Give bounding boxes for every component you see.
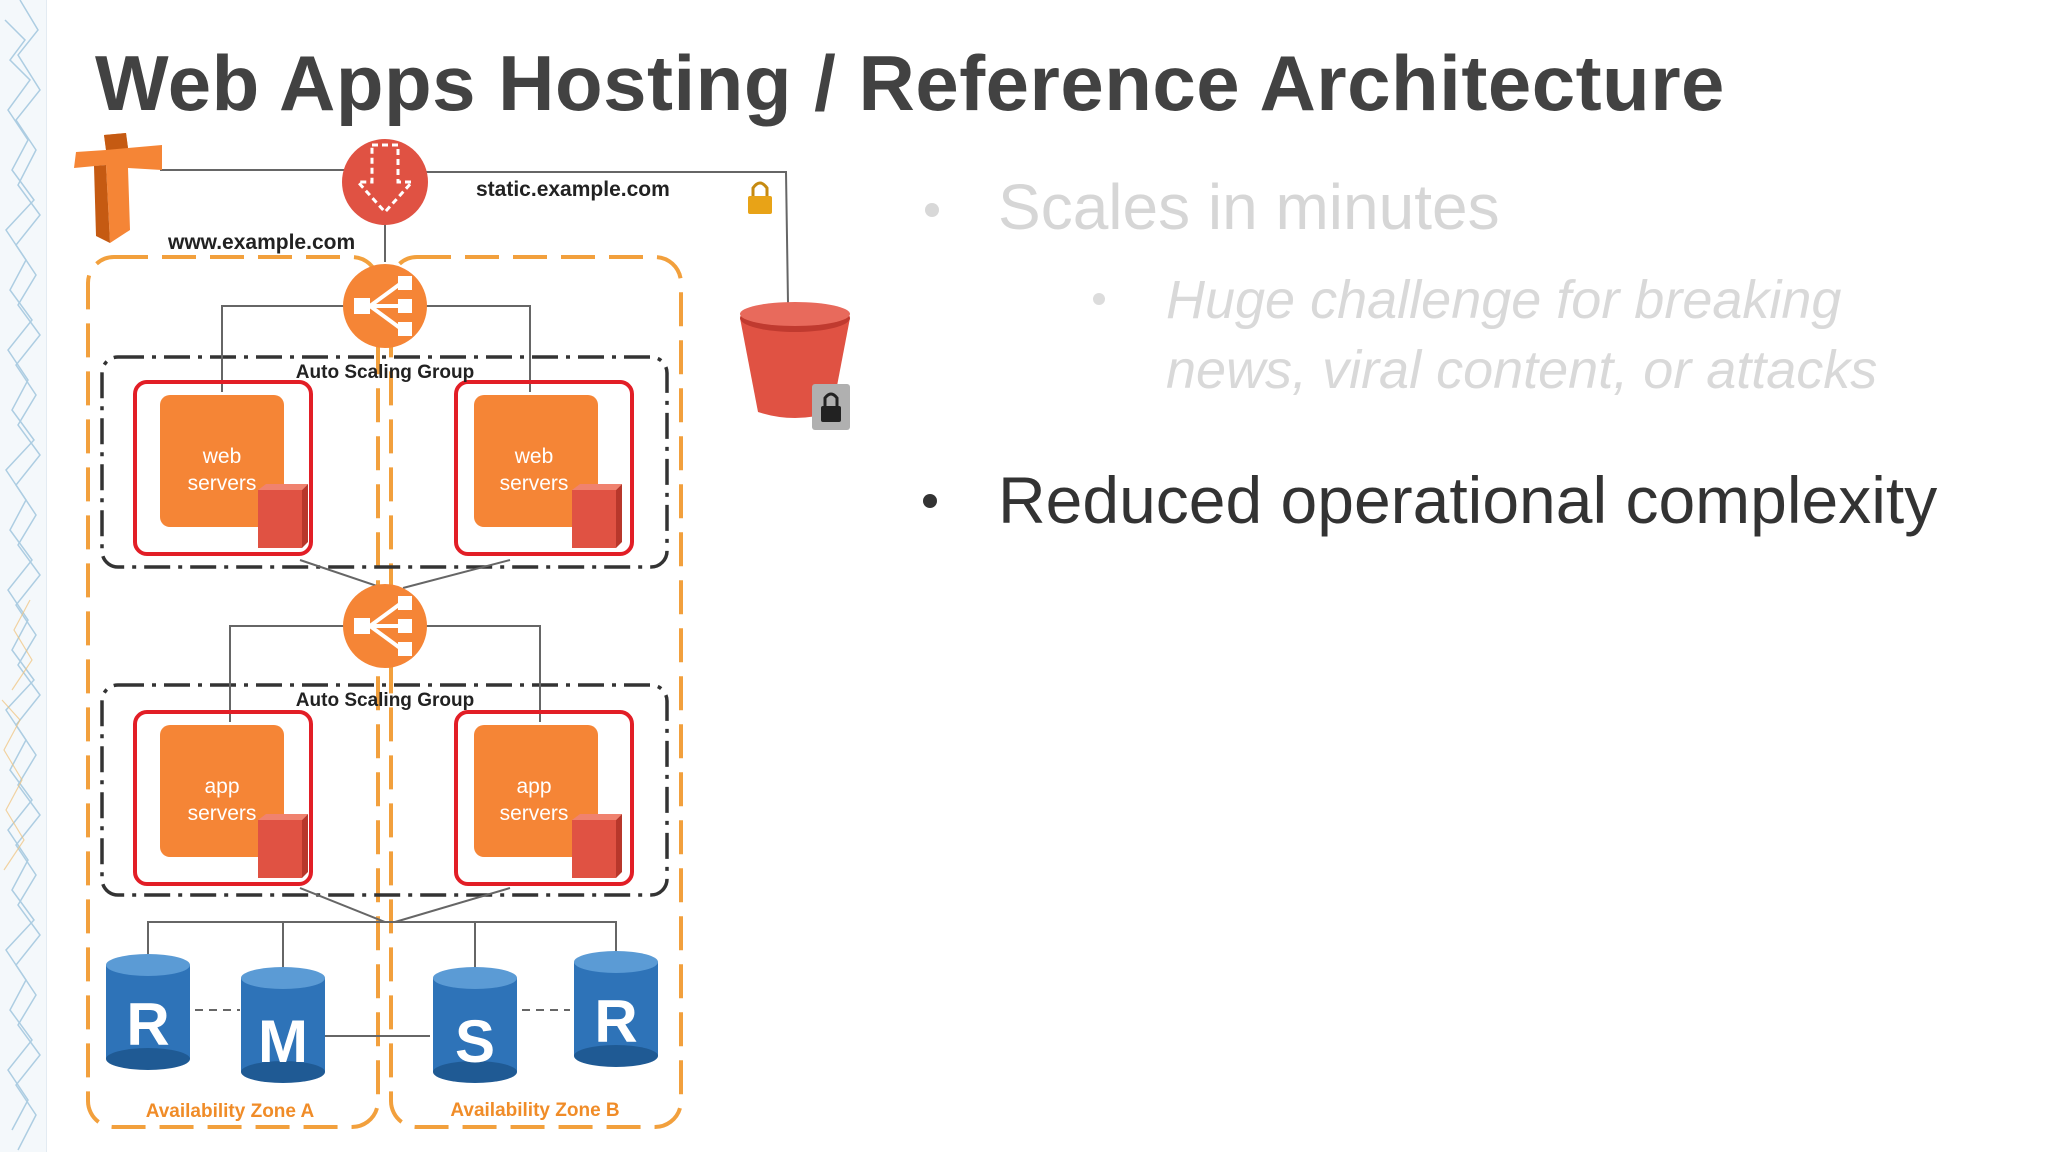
web-server-instance-a [133,380,313,556]
bucket-lock-icon [812,384,850,430]
database-replica-a-letter: R [126,991,169,1058]
cdn-download-icon [342,139,428,225]
app-server-b-label-line2: servers [500,802,569,825]
app-load-balancer-icon [343,584,427,668]
decorative-left-strip [0,0,47,1152]
app-server-a-label-line2: servers [188,802,257,825]
database-master-letter: M [258,1008,308,1075]
static-domain-lock-icon [748,181,772,214]
database-replica-b-letter: R [594,988,637,1055]
availability-zone-b-boundary [389,255,683,1129]
web-server-a-label-line1: web [202,445,242,468]
web-server-b-label-line1: web [514,445,554,468]
app-server-a-label-line1: app [204,775,239,798]
circuit-pattern-graphic [1,0,41,1151]
database-replica-b-icon [574,951,658,1067]
database-standby-icon [433,967,517,1083]
dns-routing-icon [74,133,162,243]
app-server-instance-a [133,710,313,886]
web-server-instance-b [454,380,634,556]
web-asg-label: Auto Scaling Group [296,362,474,383]
static-domain-label: static.example.com [476,178,670,201]
app-server-instance-b [454,710,634,886]
database-standby-letter: S [455,1008,495,1075]
availability-zone-a-boundary [86,255,380,1129]
web-server-b-label-line2: servers [500,472,569,495]
availability-zone-b-label: Availability Zone B [450,1100,619,1121]
database-master-icon [241,967,325,1083]
app-asg-label: Auto Scaling Group [296,690,474,711]
availability-zone-a-label: Availability Zone A [146,1101,315,1122]
app-auto-scaling-group-boundary [100,683,669,897]
web-auto-scaling-group-boundary [100,355,669,569]
slide-title: Web Apps Hosting / Reference Architectur… [95,39,1725,127]
web-load-balancer-icon [343,264,427,348]
database-replica-a-icon [106,954,190,1070]
www-domain-label: www.example.com [167,231,355,254]
web-server-a-label-line2: servers [188,472,257,495]
app-server-b-label-line1: app [516,775,551,798]
connector-lines [147,169,789,1037]
